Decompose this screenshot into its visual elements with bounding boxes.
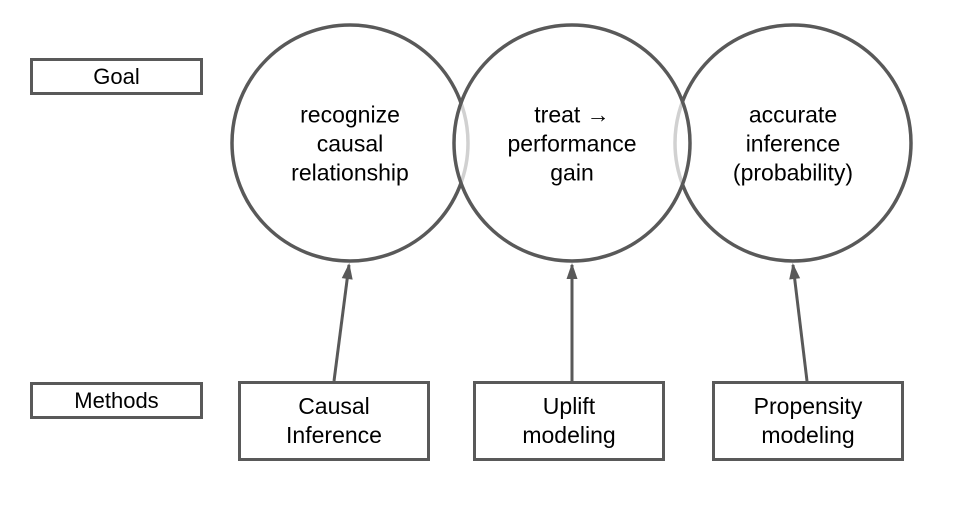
goal-text-line: performance [507,130,637,157]
goal-circle-treat-performance-gain [452,23,692,263]
goal-text-line: accurate [748,101,838,128]
arrow-causal-inference-to-goal [332,263,353,382]
goal-text-line: inference [745,130,841,157]
goal-text-line: recognize [300,101,400,128]
goal-text-line: causal [316,130,384,157]
method-label-line: modeling [522,422,616,448]
methods-row-label: Methods [74,387,159,413]
goal-row-label-box: Goal [30,58,203,95]
method-label-causal-inference: Causal Inference [286,392,382,450]
goal-text-line: (probability) [732,159,854,186]
arrow-propensity-modeling-to-goal [789,263,809,382]
method-label-propensity-modeling: Propensity modeling [754,392,863,450]
method-label-line: Uplift [542,393,596,419]
method-label-line: Inference [286,422,382,448]
goal-text-recognize-causal-relationship: recognize causal relationship [291,101,409,188]
goal-text-line: treat → [534,101,610,128]
method-label-line: Propensity [753,393,863,419]
method-label-uplift-modeling: Uplift modeling [522,392,615,450]
method-label-line: Causal [298,393,370,419]
goal-text-accurate-inference: accurate inference (probability) [733,101,853,188]
method-label-line: modeling [761,422,855,448]
method-box-uplift-modeling: Uplift modeling [473,381,665,461]
methods-row-label-box: Methods [30,382,203,419]
goal-row-label: Goal [93,63,140,89]
goal-text-line: gain [550,159,594,186]
goal-text-line: relationship [291,159,409,186]
method-box-propensity-modeling: Propensity modeling [712,381,904,461]
method-box-causal-inference: Causal Inference [238,381,430,461]
goal-text-treat-performance-gain: treat → performance gain [507,101,636,188]
